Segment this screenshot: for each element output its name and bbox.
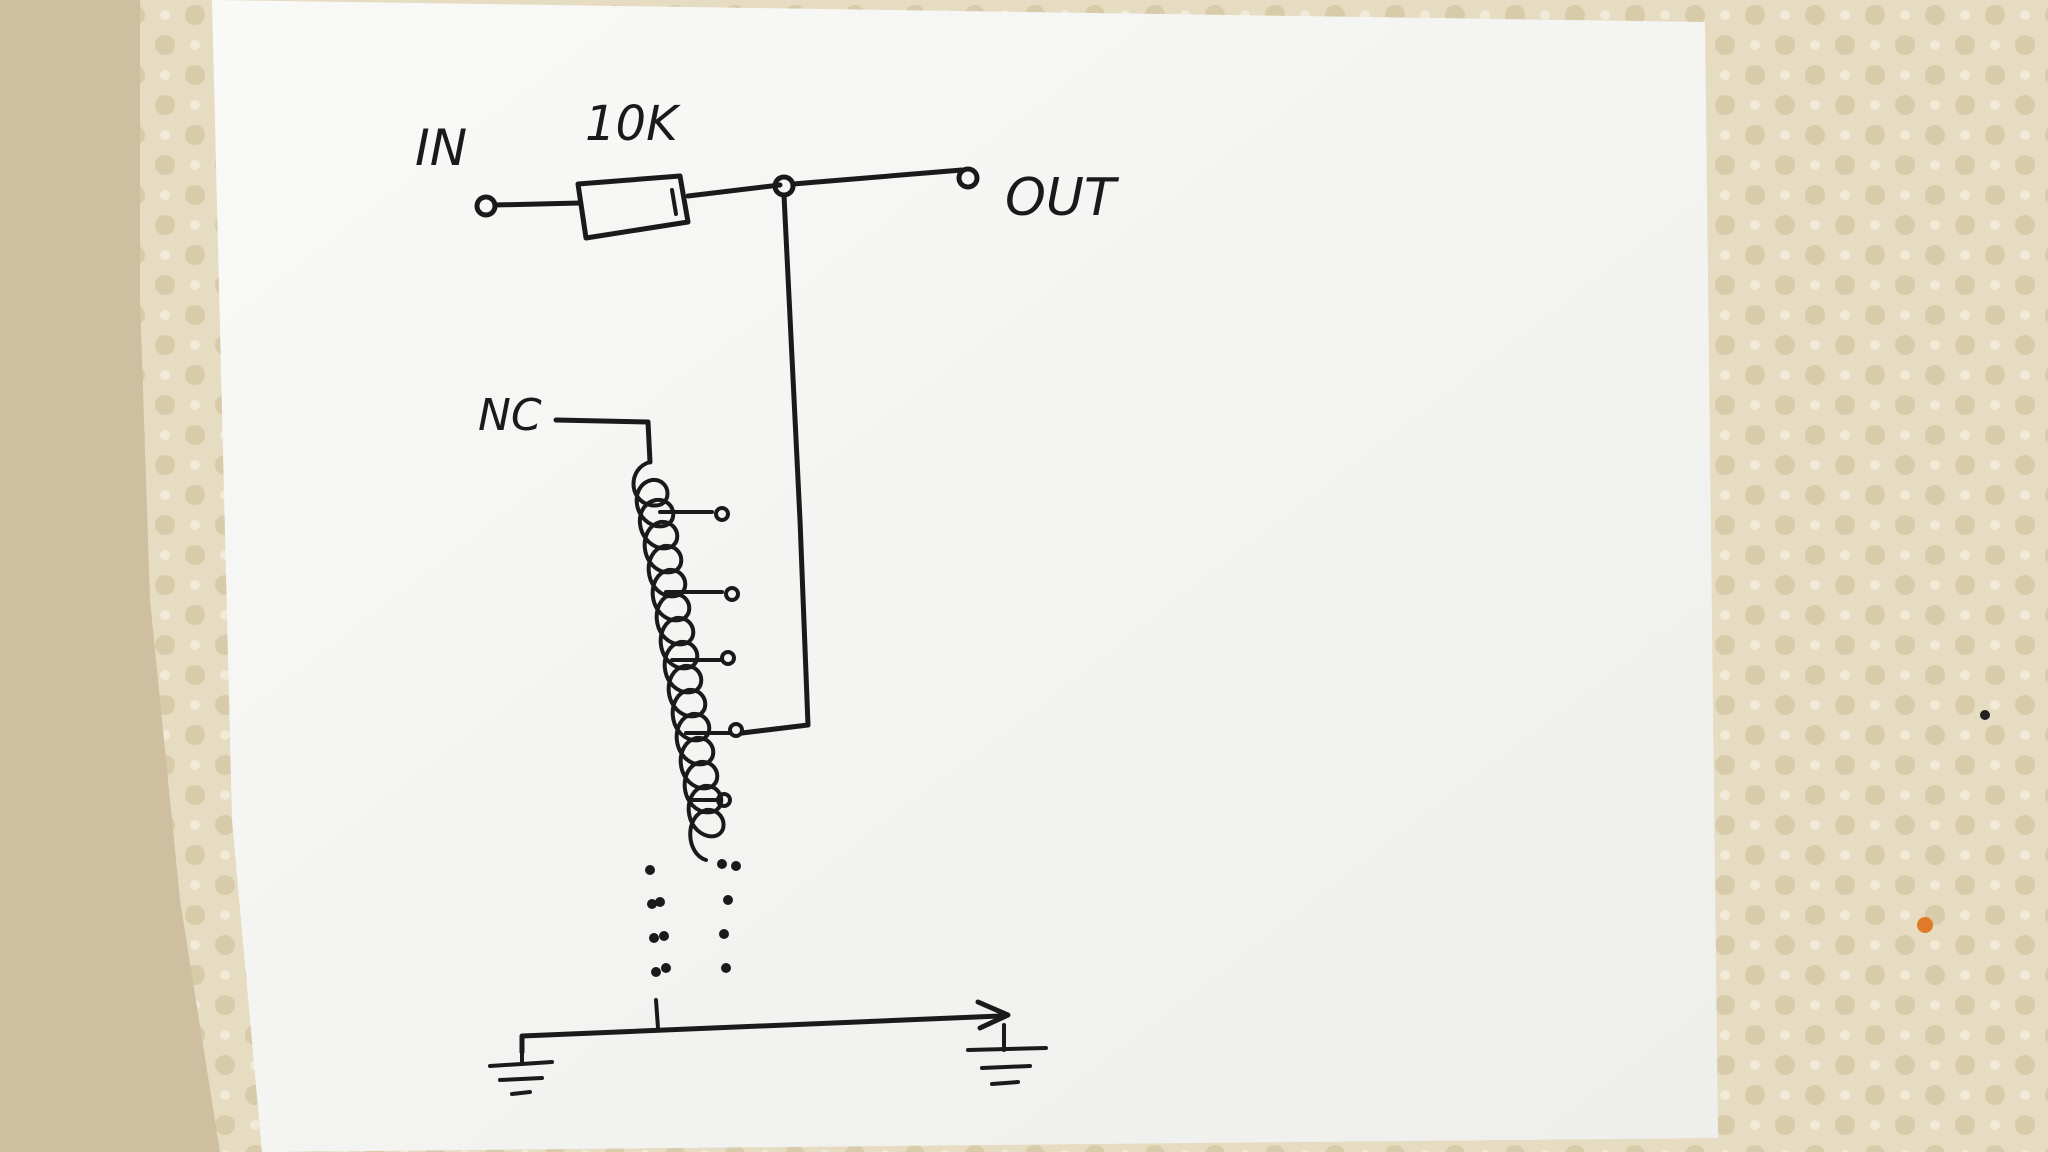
wire-node-to-output (790, 167, 965, 187)
speck (1980, 710, 1990, 720)
ground-right-bar-3 (990, 1080, 1020, 1086)
schematic: IN 10K OUT NC (415, 96, 1120, 1096)
dot (661, 963, 671, 973)
tap-terminal-5 (716, 792, 732, 808)
wire-node-to-tap (739, 192, 811, 736)
dot (659, 931, 669, 941)
dot (647, 899, 657, 909)
ground-symbol-right (966, 1023, 1048, 1086)
dot (717, 859, 727, 869)
dot (731, 861, 741, 871)
input-label: IN (415, 119, 467, 177)
ground-left-bar-1 (488, 1060, 554, 1068)
resistor-symbol (575, 173, 691, 241)
continuation-dots (645, 859, 741, 977)
output-label: OUT (1005, 168, 1120, 228)
ground-right-bar-2 (980, 1064, 1032, 1070)
nc-lead (553, 417, 653, 465)
resistor-value-label: 10K (585, 96, 681, 152)
nc-label: NC (478, 390, 542, 441)
dot (649, 933, 659, 943)
tapped-inductor-coil (631, 460, 726, 862)
dot (723, 895, 733, 905)
wire-in-to-resistor (492, 200, 583, 208)
tap-terminal-4 (728, 722, 744, 738)
tap-leads (658, 506, 744, 808)
dot (651, 967, 661, 977)
speck (1917, 917, 1933, 933)
tap-terminal-1 (714, 506, 730, 522)
dot (645, 865, 655, 875)
paper-sheet (212, 0, 1718, 1152)
ground-right-bar-1 (966, 1046, 1048, 1052)
ground-left-bar-3 (510, 1090, 532, 1096)
ground-rail-arrowhead (975, 999, 1011, 1031)
dot (721, 963, 731, 973)
resistor-end-mark (670, 188, 678, 216)
lace-right (1700, 0, 2048, 1152)
output-terminal (956, 166, 980, 190)
wire-resistor-to-node (685, 182, 783, 199)
ground-symbol-left (488, 1034, 554, 1096)
dot (655, 897, 665, 907)
tap-terminal-2 (724, 586, 740, 602)
tap-terminal-3 (720, 650, 736, 666)
dot (719, 929, 729, 939)
coil-to-ground-lead (654, 998, 660, 1030)
coil-winding (631, 460, 726, 862)
ground-left-bar-2 (498, 1076, 544, 1082)
